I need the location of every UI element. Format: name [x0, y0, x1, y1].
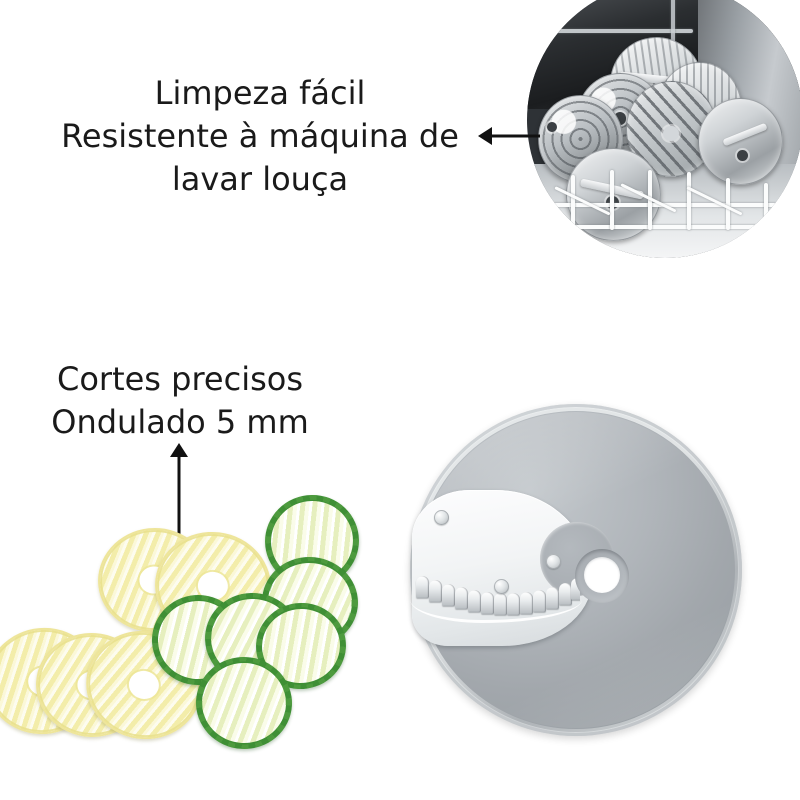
dishwasher-disc-6 — [698, 97, 783, 186]
rack-post-upper — [670, 0, 675, 49]
dishwasher-disc-6-hub — [737, 150, 748, 162]
disc-rivet — [546, 554, 561, 569]
courgette-scallop-edge — [196, 657, 292, 749]
disc-blade-edge — [410, 594, 582, 623]
callout-dishwasher: Limpeza fácil Resistente à máquina de la… — [40, 72, 480, 201]
disc-hub-hole-inner — [584, 557, 620, 593]
arrow-up-head — [170, 443, 188, 457]
disc-rivet — [434, 510, 449, 525]
slicing-disc — [410, 404, 742, 736]
dishwasher-disc-6-blade — [722, 122, 769, 147]
disc-tooth — [416, 576, 429, 598]
vegetable-slices — [0, 485, 370, 752]
dishwasher-photo — [527, 0, 800, 258]
callout-cut-line-1: Cortes precisos — [56, 360, 303, 398]
basket-tine-6 — [764, 183, 769, 231]
rack-rail-top — [549, 28, 693, 33]
callout-cut-line-2: Ondulado 5 mm — [51, 403, 309, 441]
arrow-up-shaft — [177, 456, 181, 535]
arrow-up-icon — [170, 443, 188, 535]
disc-rivet — [494, 579, 509, 594]
basket-tine-1 — [571, 175, 576, 231]
callout-dishwasher-line-1: Limpeza fácil — [154, 74, 366, 112]
basket-tine-2 — [609, 169, 614, 231]
callout-dishwasher-line-2: Resistente à máquina de — [61, 117, 459, 155]
basket-tine-4 — [687, 172, 692, 231]
disc-hub-hole — [575, 549, 629, 603]
arrow-left-head — [478, 127, 492, 145]
dishwasher-disc-4-hub — [662, 125, 679, 142]
basket-rail-front-2 — [538, 224, 792, 229]
basket-tine-5 — [725, 177, 730, 231]
callout-dishwasher-line-3: lavar louça — [171, 160, 349, 198]
arrow-left-shaft — [490, 134, 540, 138]
disc-tooth — [571, 578, 580, 600]
arrow-left-icon — [478, 126, 540, 146]
callout-cut: Cortes precisos Ondulado 5 mm — [20, 358, 340, 444]
dishwasher-disc-5-hub — [547, 121, 558, 133]
